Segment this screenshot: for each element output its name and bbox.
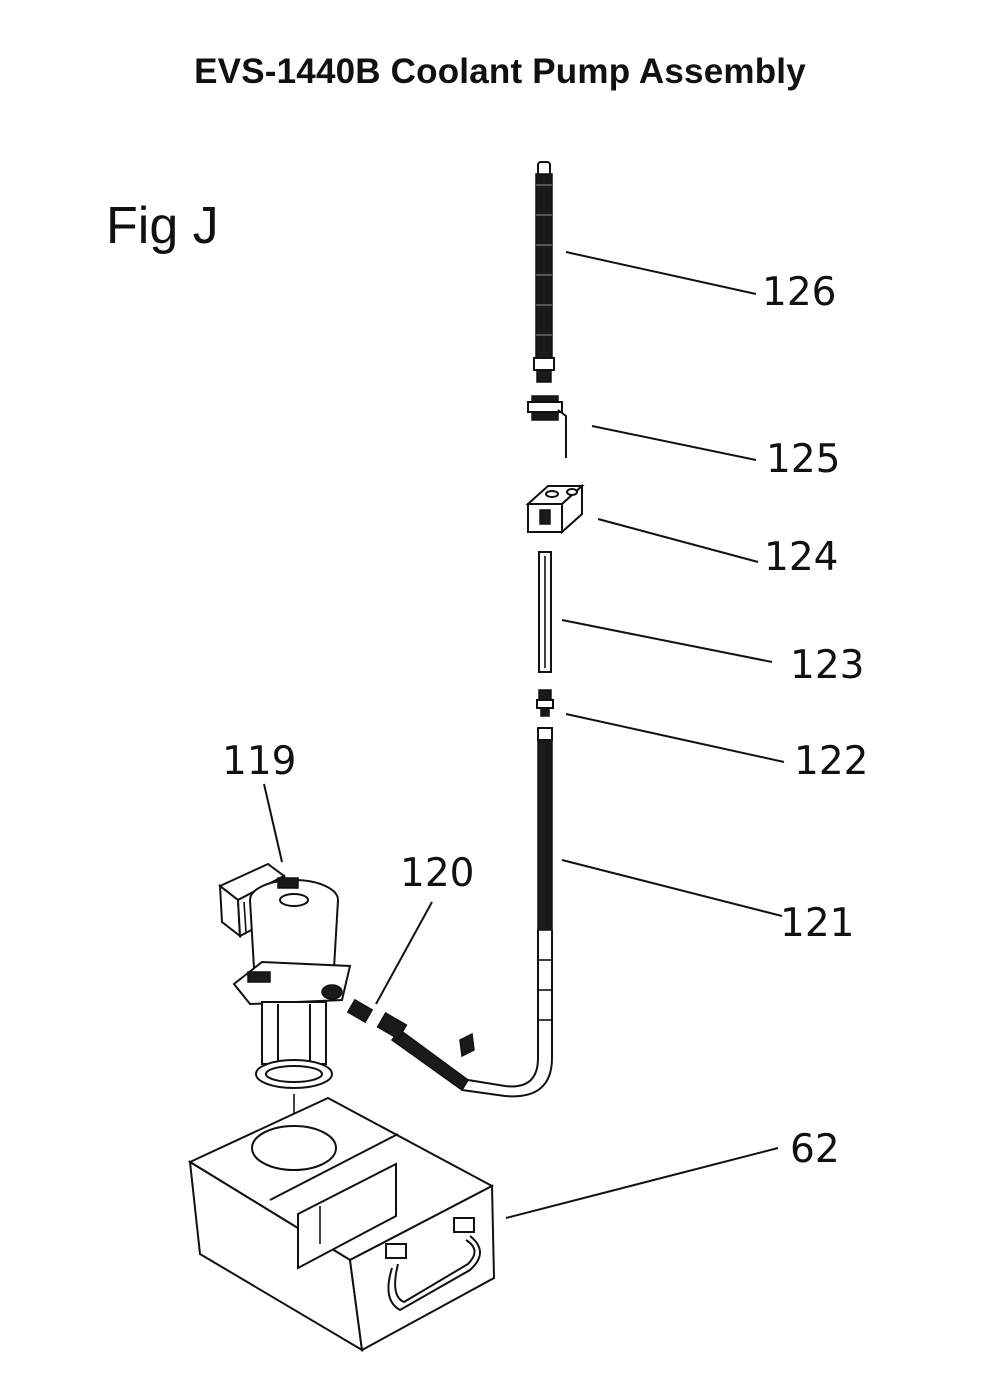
leader-122 [565, 713, 785, 763]
callout-124: 124 [764, 535, 838, 580]
part-124-mount-block [525, 483, 585, 535]
leader-lines [263, 251, 785, 1219]
callout-125: 125 [766, 437, 840, 482]
callout-122: 122 [794, 739, 868, 784]
figure-label: Fig J [106, 197, 219, 255]
part-62-coolant-tank [187, 1096, 496, 1352]
callout-62: 62 [790, 1127, 840, 1172]
callout-119: 119 [222, 739, 296, 784]
leader-120 [375, 901, 433, 1005]
leader-119 [263, 783, 283, 863]
part-120-fitting [346, 998, 408, 1040]
leader-121 [561, 859, 783, 917]
part-123-rigid-tube [538, 551, 552, 673]
leader-62 [505, 1147, 779, 1219]
callout-126: 126 [762, 270, 836, 315]
page-title: EVS-1440B Coolant Pump Assembly [194, 52, 806, 91]
callout-121: 121 [780, 901, 854, 946]
leader-123 [561, 619, 773, 663]
callout-120: 120 [400, 851, 474, 896]
callout-123: 123 [790, 643, 864, 688]
part-121-hose [390, 727, 553, 1098]
leader-126 [565, 251, 757, 295]
part-125-valve [527, 395, 567, 458]
part-126-flex-hose [533, 161, 555, 383]
part-122-coupling [536, 689, 554, 717]
part-119-coolant-pump [218, 862, 352, 1150]
leader-125 [591, 425, 757, 461]
leader-124 [597, 518, 759, 563]
